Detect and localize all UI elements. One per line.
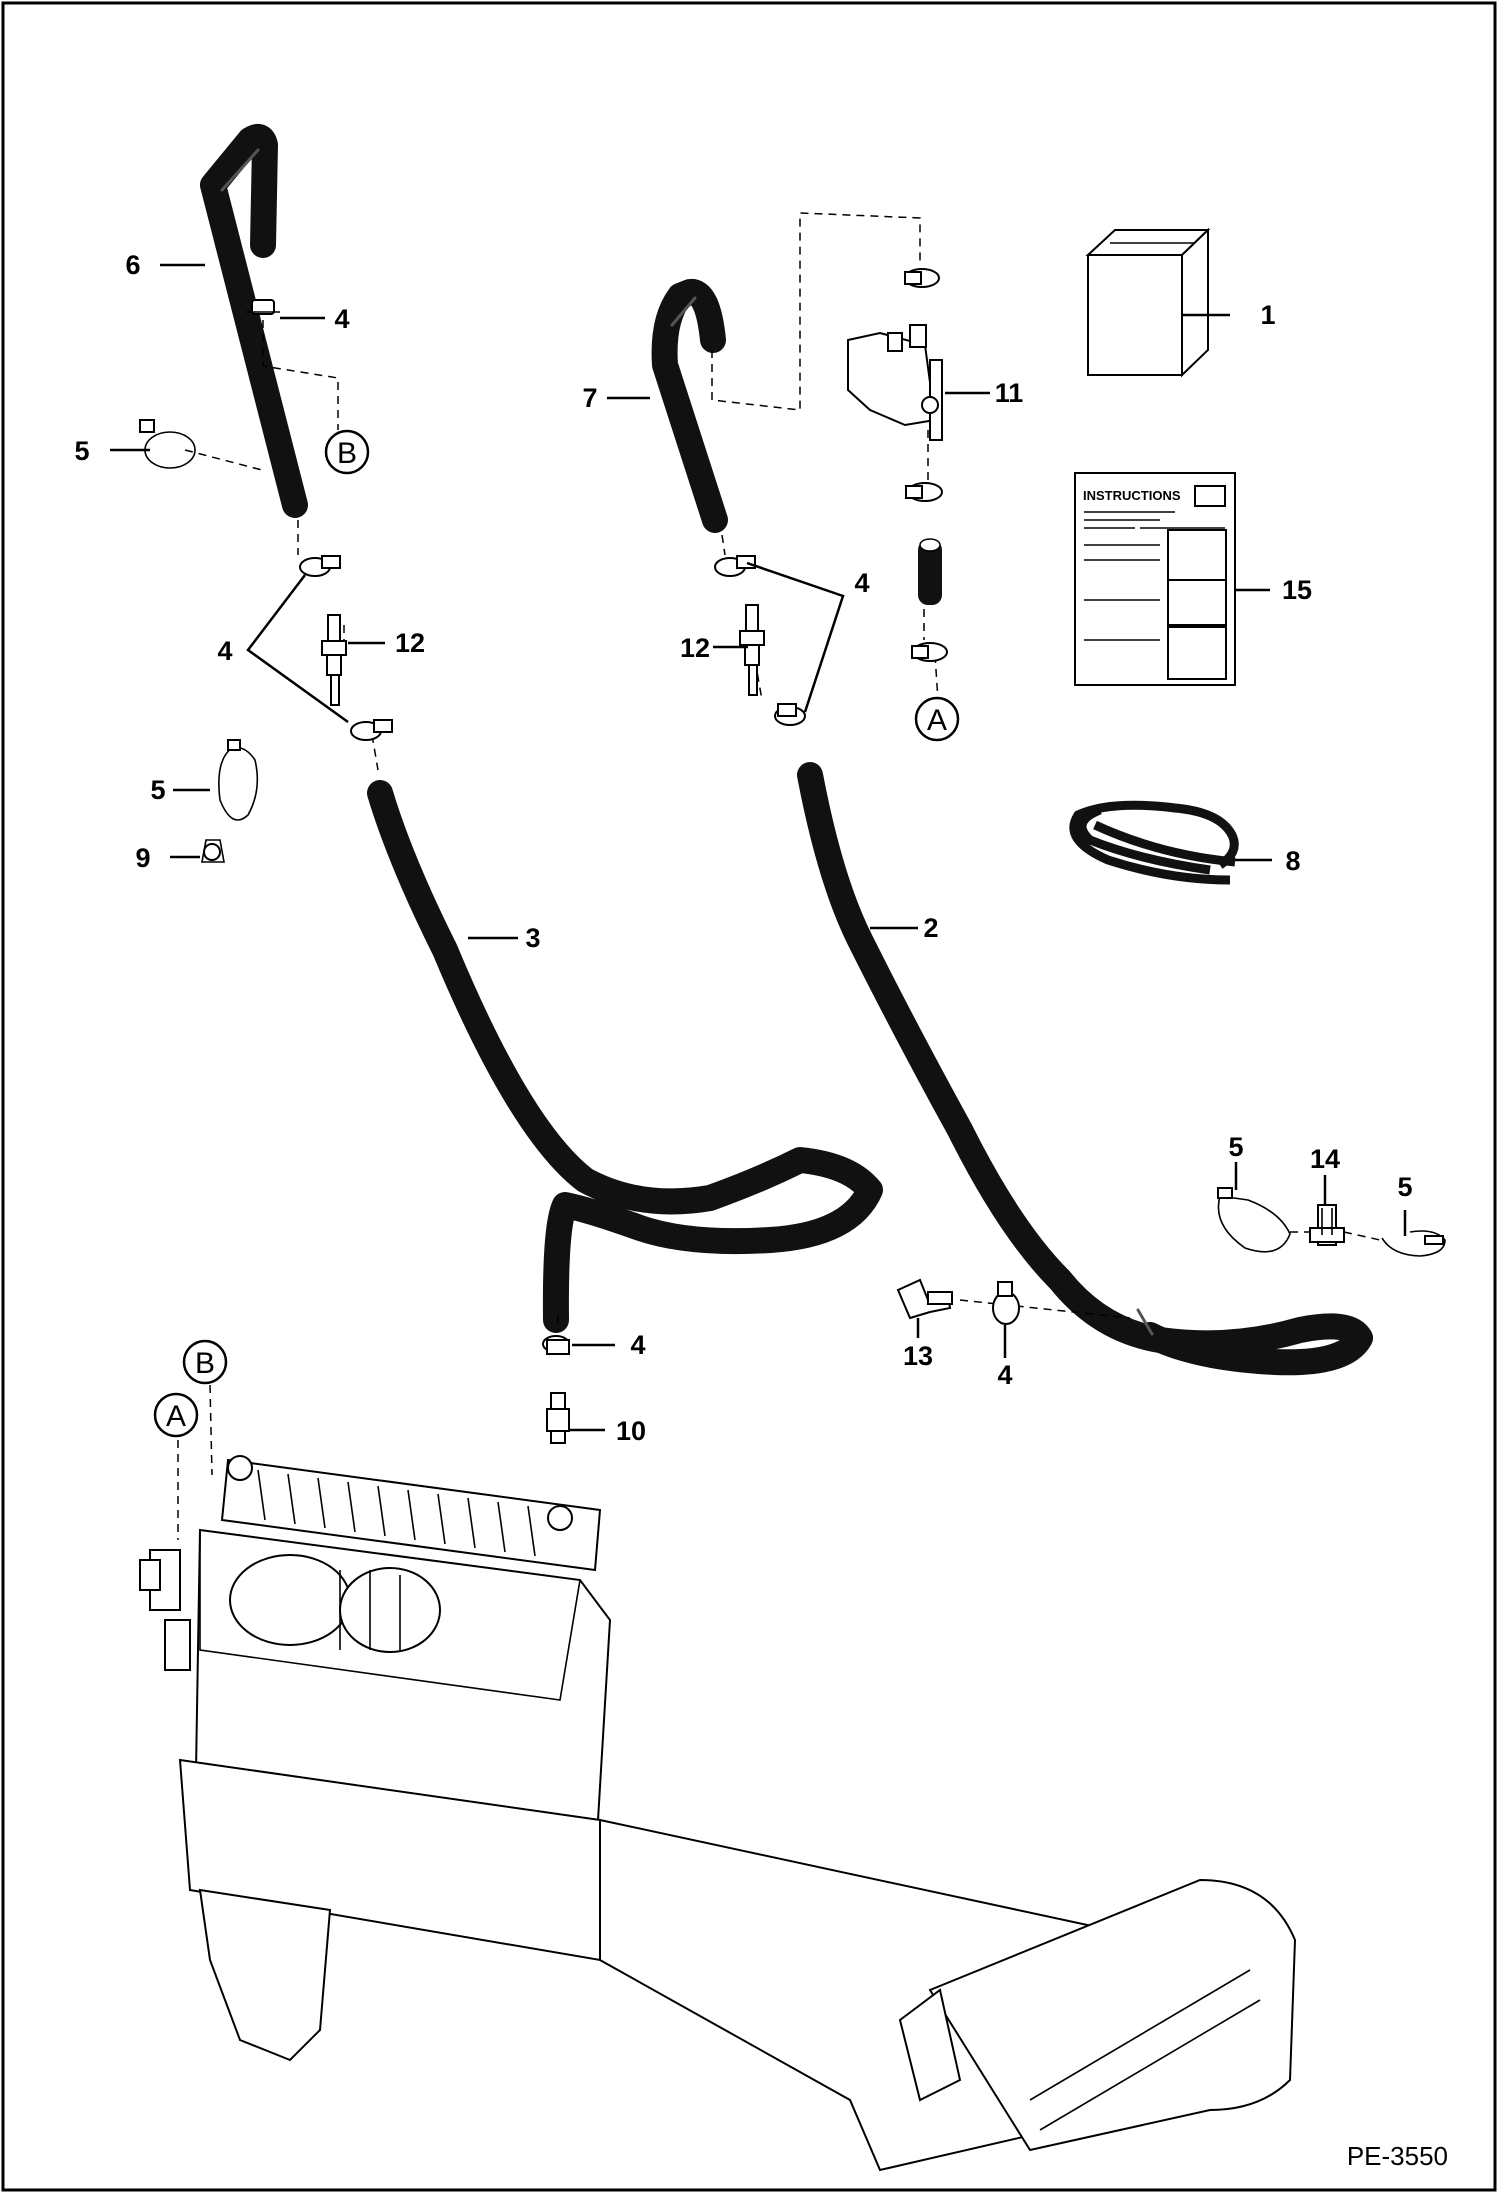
connector-b-heater: B	[182, 1339, 228, 1385]
clamp-4-top-valve	[904, 268, 940, 288]
connector-b-top-label: B	[337, 437, 357, 470]
callout-14: 14	[1310, 1144, 1340, 1174]
hose-6	[200, 124, 308, 518]
heater-unit	[139, 1455, 1297, 2172]
fitting-12-mid	[739, 604, 765, 696]
dashed-route-14	[1290, 1231, 1381, 1241]
clamp-4-right	[992, 1281, 1020, 1325]
connector-a-top-label: A	[927, 704, 947, 737]
callout-6: 6	[125, 250, 140, 280]
valve-11	[847, 324, 943, 441]
callout-5-right-a: 5	[1228, 1132, 1243, 1162]
connector-b-heater-label: B	[195, 1347, 215, 1380]
callout-10: 10	[616, 1416, 646, 1446]
callout-12-mid: 12	[680, 633, 710, 663]
fitting-12-left	[321, 614, 347, 706]
hose-2	[797, 762, 1373, 1376]
kit-box	[1085, 227, 1211, 378]
dashed-route-13	[959, 1299, 1131, 1319]
dashed-heater-b	[209, 1384, 213, 1476]
connector-a-heater: A	[153, 1392, 199, 1438]
drawing-id: PE-3550	[1347, 2141, 1448, 2171]
hose-2-end	[1136, 1308, 1154, 1336]
clamp-4-mid-b	[774, 703, 806, 726]
hose-short	[918, 538, 942, 605]
callout-11: 11	[995, 378, 1024, 408]
callout-4-left-pair: 4	[217, 636, 232, 666]
callout-1: 1	[1260, 300, 1275, 330]
connector-b-top: B	[324, 429, 370, 475]
callout-4-upper-left: 4	[334, 304, 349, 334]
callout-15: 15	[1282, 575, 1312, 605]
clamp-5-right-b	[1381, 1230, 1446, 1257]
clamp-4-mid-a	[714, 555, 756, 577]
callout-7: 7	[582, 383, 597, 413]
instruction-sheet: INSTRUCTIONS	[1074, 472, 1236, 686]
dashed-route-11	[711, 212, 921, 411]
callout-8: 8	[1285, 846, 1300, 876]
dashed-route-clamp-5	[184, 449, 263, 471]
clamp-5-upper-left	[139, 419, 196, 469]
callout-2: 2	[923, 913, 938, 943]
clamp-4-left-a	[299, 555, 341, 577]
clamp-4-valve-c	[911, 642, 948, 662]
callout-4-right: 4	[997, 1360, 1012, 1390]
clamp-4-lower	[542, 1335, 570, 1355]
callout-5-right-b: 5	[1397, 1172, 1412, 1202]
dashed-route-b	[262, 320, 339, 430]
clamp-5-right-a	[1217, 1187, 1291, 1253]
clamp-4-left-b	[350, 719, 393, 741]
callout-9: 9	[135, 843, 150, 873]
coiled-hose	[1069, 800, 1239, 885]
callout-4-lower: 4	[630, 1330, 645, 1360]
elbow-13	[896, 1278, 953, 1320]
lead-4-mid-pair	[746, 561, 845, 713]
callout-5-upper-left: 5	[74, 436, 89, 466]
hose-7	[651, 279, 728, 533]
hose-3	[367, 780, 883, 1333]
connector-a-heater-label: A	[166, 1400, 186, 1433]
fitting-10	[546, 1392, 570, 1444]
connector-a-top: A	[914, 696, 960, 742]
callout-4-mid-pair: 4	[854, 568, 869, 598]
callout-12-left: 12	[395, 628, 425, 658]
hose-clamp-upper-left	[246, 299, 280, 315]
instruction-sheet-title: INSTRUCTIONS	[1083, 488, 1181, 503]
clamp-4-valve-b	[905, 482, 943, 502]
clamp-5-mid-left	[218, 739, 259, 821]
clip-9	[201, 839, 225, 863]
clip-14	[1309, 1204, 1345, 1246]
callout-13: 13	[903, 1341, 933, 1371]
callout-3: 3	[525, 923, 540, 953]
lead-4-left-pair	[246, 574, 349, 724]
callout-5-mid-left: 5	[150, 775, 165, 805]
